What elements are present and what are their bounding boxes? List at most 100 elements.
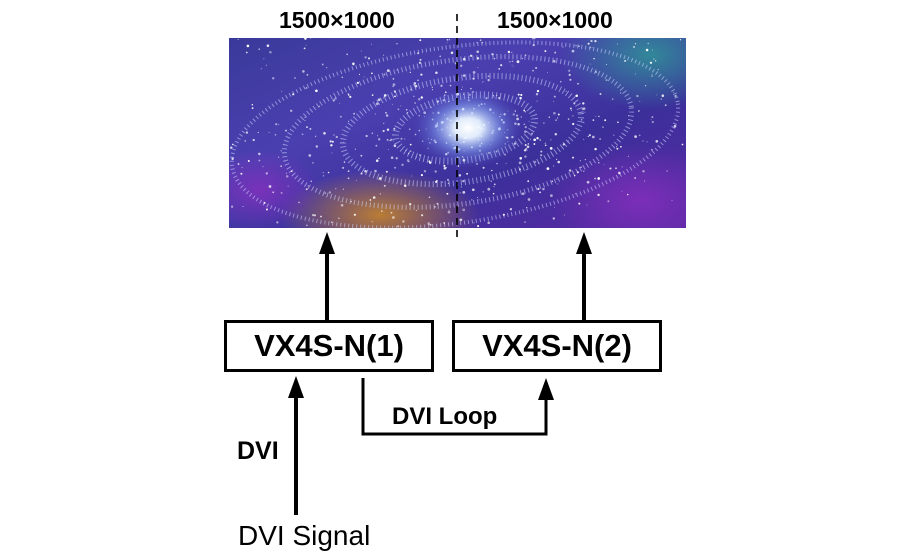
star-dot (413, 82, 417, 85)
star-dot (538, 162, 540, 164)
star-dot (591, 47, 593, 49)
star-dot (613, 134, 615, 136)
star-dot (304, 119, 306, 122)
star-dot (294, 77, 296, 79)
star-dot (521, 57, 523, 59)
device-box-2: VX4S-N(2) (452, 320, 662, 372)
star-dot (575, 45, 577, 47)
star-dot (520, 93, 523, 97)
star-dot (251, 107, 254, 109)
star-dot (262, 166, 264, 168)
star-dot (595, 71, 597, 73)
star-dot (401, 163, 404, 167)
star-dot (516, 61, 518, 63)
star-dot (582, 102, 585, 105)
star-dot (544, 144, 547, 147)
star-dot (526, 145, 530, 149)
star-dot (582, 107, 586, 110)
star-dot (587, 42, 590, 45)
star-dot (356, 81, 359, 84)
star-dot (240, 172, 243, 175)
star-dot (649, 61, 653, 65)
star-dot (333, 134, 335, 136)
star-dot (353, 213, 356, 216)
star-dot (429, 223, 432, 226)
star-dot (292, 93, 295, 96)
star-dot (285, 175, 289, 178)
star-dot (402, 220, 405, 223)
star-dot (411, 175, 413, 177)
star-dot (551, 180, 554, 183)
star-dot (443, 164, 446, 167)
star-dot (450, 51, 454, 55)
star-dot (409, 71, 411, 74)
star-dot (651, 75, 653, 77)
star-dot (230, 205, 234, 208)
star-dot (476, 50, 479, 54)
star-dot (540, 150, 543, 153)
star-dot (496, 162, 498, 165)
star-dot (341, 76, 344, 79)
star-dot (554, 51, 557, 54)
star-dot (673, 124, 677, 128)
star-dot (472, 77, 475, 80)
star-dot (305, 87, 308, 89)
star-dot (526, 149, 528, 151)
star-dot (251, 104, 254, 106)
star-dot (258, 152, 261, 156)
star-dot (435, 71, 438, 74)
star-dot (466, 172, 469, 175)
star-dot (644, 85, 647, 87)
star-dot (280, 150, 282, 152)
star-dot (615, 167, 617, 170)
star-dot (627, 115, 630, 117)
star-dot (428, 160, 431, 163)
star-dot (524, 221, 526, 223)
star-dot (440, 84, 443, 87)
star-dot (383, 122, 385, 125)
star-dot (527, 180, 530, 183)
star-dot (245, 51, 248, 54)
star-dot (595, 115, 597, 117)
star-dot (616, 147, 619, 150)
star-dot (555, 158, 558, 161)
star-dot (347, 120, 350, 122)
star-dot (666, 170, 668, 172)
star-dot (386, 128, 390, 131)
star-dot (664, 104, 667, 107)
star-dot (553, 101, 554, 102)
star-dot (478, 199, 480, 201)
star-dot (588, 134, 591, 137)
star-dot (462, 179, 465, 183)
star-dot (418, 61, 422, 64)
star-dot (539, 139, 541, 141)
star-dot (537, 187, 540, 191)
star-dot (272, 191, 275, 194)
star-dot (651, 74, 653, 76)
star-dot (511, 60, 514, 63)
star-dot (569, 107, 572, 110)
star-dot (505, 162, 507, 164)
star-dot (448, 39, 450, 41)
star-dot (607, 200, 610, 203)
star-dot (536, 100, 538, 102)
star-dot (247, 160, 250, 162)
star-dot (557, 113, 560, 116)
star-dot (392, 103, 394, 105)
star-dot (586, 180, 590, 184)
star-dot (519, 157, 522, 160)
star-dot (363, 76, 365, 78)
star-dot (577, 130, 579, 132)
star-dot (639, 100, 641, 102)
star-dot (421, 214, 424, 217)
star-dot (436, 179, 438, 182)
star-dot (343, 161, 346, 163)
star-dot (653, 58, 655, 60)
star-dot (634, 135, 637, 138)
star-dot (603, 164, 605, 166)
star-dot (586, 204, 588, 206)
star-dot (413, 95, 415, 98)
star-dot (617, 121, 619, 124)
star-dot (268, 131, 270, 133)
